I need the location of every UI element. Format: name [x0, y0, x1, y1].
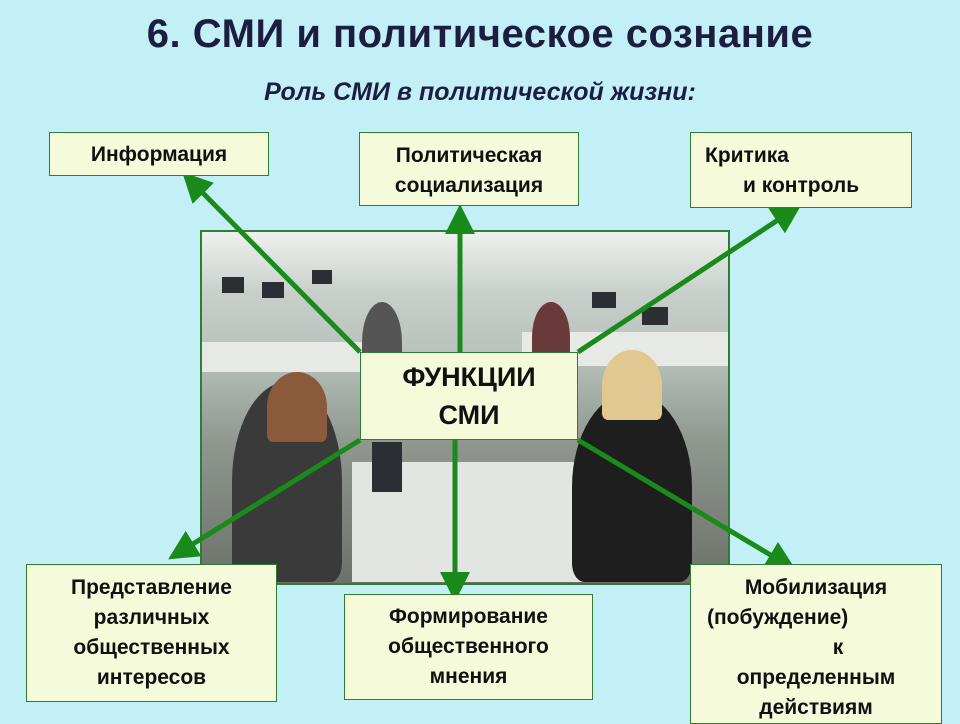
box-socialization: Политическая социализация	[359, 132, 579, 206]
box-representation: Представление различных общественных инт…	[26, 564, 277, 702]
box-mobilization-line3: к	[832, 636, 844, 659]
box-representation-line4: интересов	[96, 666, 207, 689]
center-line2: СМИ	[438, 400, 500, 430]
box-information: Информация	[49, 132, 269, 176]
center-line1: ФУНКЦИИ	[402, 362, 536, 392]
box-criticism-line1: Критика	[705, 144, 789, 167]
arrow-to-representation	[168, 437, 362, 560]
box-mobilization-line4: определенным	[736, 666, 896, 689]
box-opinion: Формирование общественного мнения	[344, 594, 593, 700]
box-representation-line2: различных	[93, 606, 210, 629]
box-socialization-line1: Политическая	[395, 144, 543, 167]
box-opinion-line2: общественного	[388, 635, 549, 658]
center-functions-box: ФУНКЦИИ СМИ	[360, 352, 578, 440]
box-information-line1: Информация	[90, 143, 228, 166]
box-criticism: Критика и контроль	[690, 132, 912, 208]
box-opinion-line1: Формирование	[389, 605, 548, 628]
box-mobilization-line5: действиям	[759, 696, 873, 719]
box-mobilization: Мобилизация (побуждение) к определенным …	[690, 564, 942, 724]
arrow-to-mobilization	[576, 437, 797, 571]
box-mobilization-line1: Мобилизация	[744, 576, 888, 599]
box-criticism-line2: и контроль	[743, 174, 860, 197]
box-representation-line3: общественных	[73, 636, 230, 659]
arrow-to-criticism	[576, 204, 802, 355]
arrow-to-info	[182, 172, 362, 354]
slide-subtitle: Роль СМИ в политической жизни:	[264, 78, 696, 106]
box-socialization-line2: социализация	[394, 174, 544, 197]
box-mobilization-line2: (побуждение)	[707, 606, 849, 629]
box-opinion-line3: мнения	[429, 665, 508, 688]
slide-title: 6. СМИ и политическое сознание	[146, 12, 814, 56]
box-representation-line1: Представление	[71, 576, 232, 599]
